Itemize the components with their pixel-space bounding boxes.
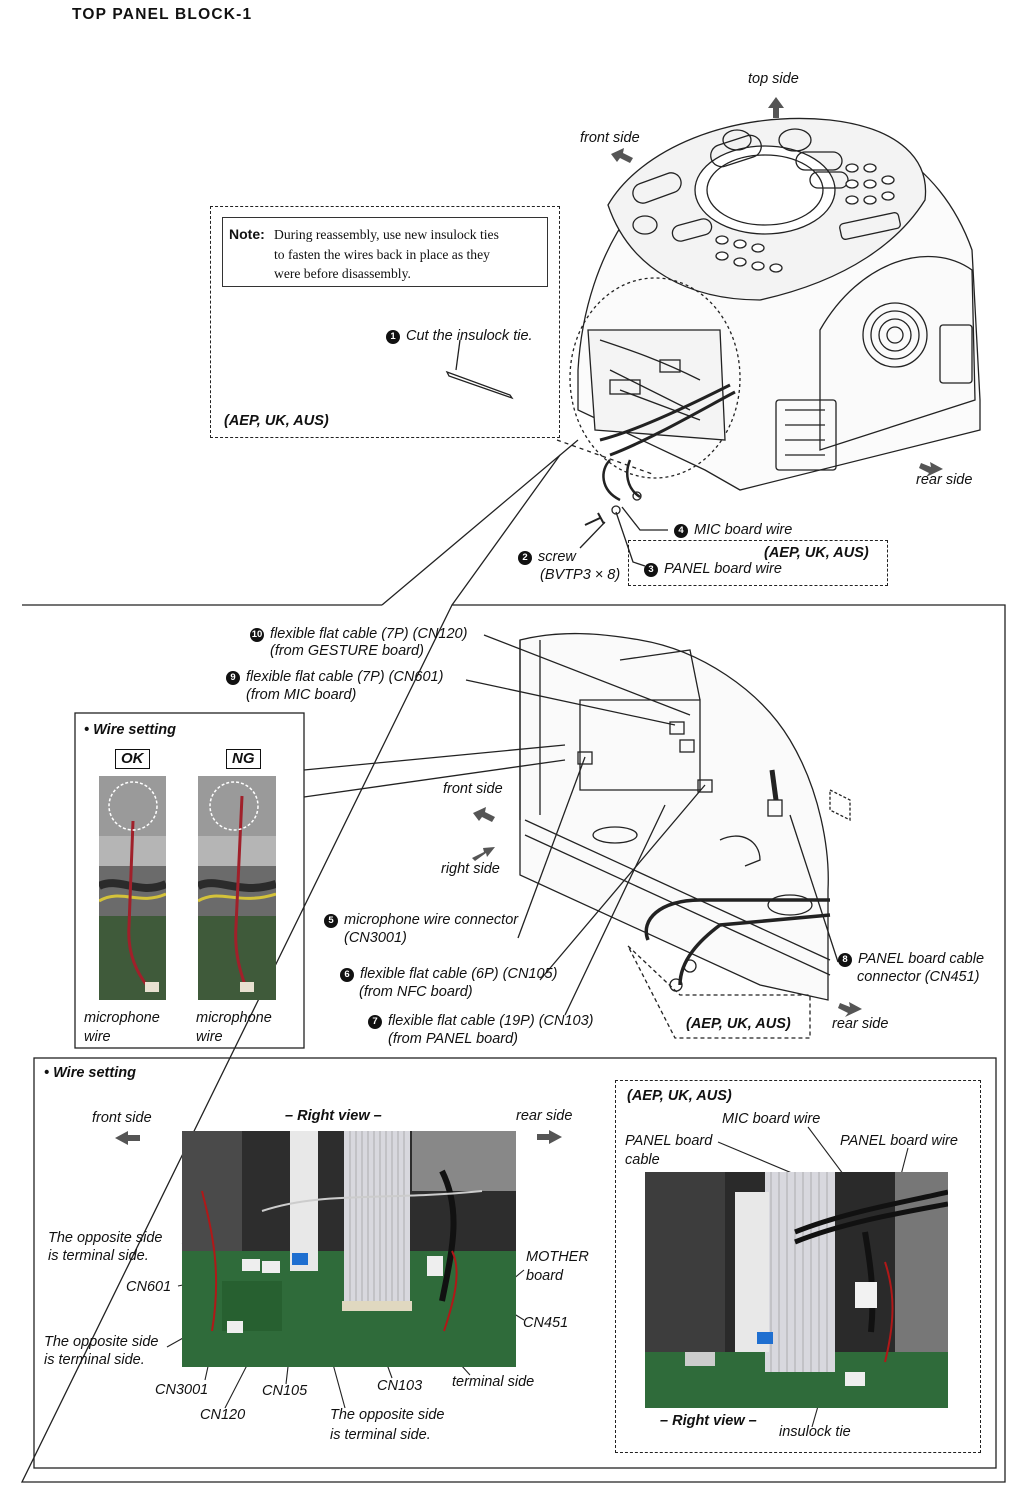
mid-region-label: (AEP, UK, AUS): [686, 1016, 791, 1032]
mother-board-line2: board: [526, 1268, 564, 1284]
mid-right-side-label: right side: [441, 861, 500, 877]
step-1-number: 1: [386, 330, 400, 344]
cn3001-label: CN3001: [155, 1382, 209, 1398]
note-text: During reassembly, use new insulock ties…: [274, 227, 499, 281]
step-9-line1: 9 flexible flat cable (7P) (CN601): [226, 668, 443, 687]
step-5-text: microphone wire connector: [344, 912, 519, 928]
ng-caption-2: wire: [196, 1029, 223, 1045]
step-10-line1: 10 flexible flat cable (7P) (CN120): [250, 625, 467, 644]
step-8-number: 8: [838, 953, 852, 967]
step-10-line2: (from GESTURE board): [270, 643, 424, 659]
ok-photo: [99, 776, 166, 1000]
note-label: Note:: [229, 226, 265, 242]
ok-caption-1: microphone: [84, 1010, 160, 1026]
note-region-box: [210, 206, 560, 438]
opposite-side-3-line2: is terminal side.: [330, 1427, 431, 1443]
step-6-number: 6: [340, 968, 354, 982]
step-2-number: 2: [518, 551, 532, 565]
step-7-line2: (from PANEL board): [388, 1031, 519, 1047]
step-1: 1 Cut the insulock tie.: [386, 327, 533, 346]
step-4-number: 4: [674, 524, 688, 538]
mid-rear-side-label: rear side: [832, 1016, 889, 1032]
step-2-text: screw: [538, 549, 576, 565]
region-box: [615, 1080, 981, 1453]
step-10-number: 10: [250, 628, 264, 642]
step-8-line1: 8 PANEL board cable: [838, 950, 984, 969]
bottom-front-side-label: front side: [92, 1110, 152, 1126]
step-3-text: PANEL board wire: [664, 561, 782, 577]
step-6-text: flexible flat cable (6P) (CN105): [360, 966, 558, 982]
wires-region-box: [628, 540, 888, 586]
page-title: TOP PANEL BLOCK-1: [72, 6, 253, 23]
wire-setting-title: • Wire setting: [84, 722, 176, 738]
step-4-text: MIC board wire: [694, 522, 793, 538]
step-10-text: flexible flat cable (7P) (CN120): [270, 626, 468, 642]
step-8-line2: connector (CN451): [857, 969, 980, 985]
bottom-wire-setting-title: • Wire setting: [44, 1065, 136, 1081]
top-side-label: top side: [748, 71, 799, 87]
front-side-label: front side: [580, 130, 640, 146]
panel-board-wire-label: PANEL board wire: [840, 1133, 958, 1149]
region-box-title: (AEP, UK, AUS): [627, 1088, 732, 1104]
right-view-title: – Right view –: [285, 1108, 382, 1124]
panel-board-cable-line1: PANEL board: [625, 1133, 713, 1149]
mic-board-wire-label: MIC board wire: [722, 1111, 821, 1127]
ng-photo: [198, 776, 276, 1000]
step-6-line1: 6 flexible flat cable (6P) (CN105): [340, 965, 557, 984]
step-3-number: 3: [644, 563, 658, 577]
opposite-side-1-line2: is terminal side.: [48, 1248, 149, 1264]
region-photo: [645, 1172, 948, 1408]
step-5-number: 5: [324, 914, 338, 928]
mother-board-line1: MOTHER: [526, 1249, 589, 1265]
opposite-side-2-line1: The opposite side: [44, 1334, 159, 1350]
wires-region-label: (AEP, UK, AUS): [764, 545, 869, 561]
step-7-line1: 7 flexible flat cable (19P) (CN103): [368, 1012, 594, 1031]
mid-front-side-label: front side: [443, 781, 503, 797]
region-right-view-title: – Right view –: [660, 1413, 757, 1429]
rear-side-label: rear side: [916, 472, 973, 488]
step-5-line1: 5 microphone wire connector: [324, 911, 518, 930]
step-1-text: Cut the insulock tie.: [406, 328, 533, 344]
note-box: Note: During reassembly, use new insuloc…: [222, 217, 548, 287]
screw-spec: (BVTP3 × 8): [540, 567, 621, 583]
step-2: 2 screw: [518, 548, 576, 567]
opposite-side-1-line1: The opposite side: [48, 1230, 163, 1246]
ok-badge: OK: [115, 749, 150, 769]
ng-caption-1: microphone: [196, 1010, 272, 1026]
right-view-photo: [182, 1131, 516, 1367]
cn120-label: CN120: [200, 1407, 246, 1423]
ng-badge: NG: [226, 749, 261, 769]
opposite-side-2-line2: is terminal side.: [44, 1352, 145, 1368]
note-region-label: (AEP, UK, AUS): [224, 413, 329, 429]
step-6-line2: (from NFC board): [359, 984, 473, 1000]
cn105-label: CN105: [262, 1383, 308, 1399]
terminal-side-label: terminal side: [452, 1374, 535, 1390]
step-9-number: 9: [226, 671, 240, 685]
ok-caption-2: wire: [84, 1029, 111, 1045]
step-7-number: 7: [368, 1015, 382, 1029]
cn451-label: CN451: [523, 1315, 569, 1331]
bottom-rear-side-label: rear side: [516, 1108, 573, 1124]
cn601-label: CN601: [126, 1279, 172, 1295]
step-5-line2: (CN3001): [344, 930, 407, 946]
cn103-label: CN103: [377, 1378, 423, 1394]
step-3: 3 PANEL board wire: [644, 560, 782, 579]
opposite-side-3-line1: The opposite side: [330, 1407, 445, 1423]
step-4: 4 MIC board wire: [674, 521, 792, 540]
step-9-text: flexible flat cable (7P) (CN601): [246, 669, 444, 685]
panel-board-cable-line2: cable: [625, 1152, 660, 1168]
step-8-text: PANEL board cable: [858, 951, 985, 967]
step-7-text: flexible flat cable (19P) (CN103): [388, 1013, 594, 1029]
step-9-line2: (from MIC board): [246, 687, 357, 703]
insulock-tie-label: insulock tie: [779, 1424, 851, 1440]
